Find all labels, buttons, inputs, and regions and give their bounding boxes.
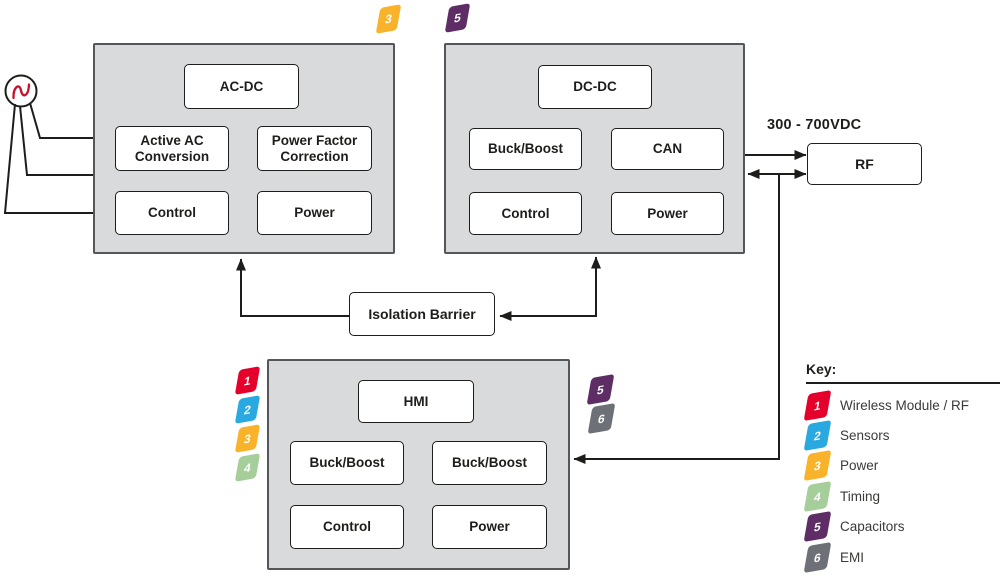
box-label: Active AC Conversion [134, 132, 210, 164]
badge-number: 4 [812, 488, 823, 504]
box-hmi-title: HMI [358, 380, 474, 423]
bus-to-hmi-arrow [573, 174, 780, 464]
box-active-ac-conversion: Active AC Conversion [115, 126, 229, 171]
box-buck-boost: Buck/Boost [469, 128, 582, 170]
legend-label: EMI [840, 549, 865, 565]
legend-divider [806, 382, 1000, 384]
block-dc-dc: DC-DC Buck/Boost CAN Control Power [444, 43, 745, 254]
legend-title: Key: [806, 361, 837, 377]
box-power: Power [432, 505, 547, 549]
badge-number: 4 [242, 459, 253, 476]
block-ac-dc: AC-DC Active AC Conversion Power Factor … [93, 43, 395, 254]
badge-number: 3 [383, 11, 394, 27]
legend-badge-icon: 6 [803, 541, 832, 573]
box-label: Control [501, 205, 550, 221]
ac-sine-source-icon [4, 74, 38, 108]
node-rf: RF [807, 143, 922, 185]
isolation-to-acdc-arrow [236, 258, 349, 317]
badge-number: 5 [812, 519, 823, 535]
legend-label: Sensors [840, 428, 890, 444]
legend-badge-icon: 1 [803, 389, 832, 421]
legend-badge-icon: 5 [803, 511, 832, 543]
node-isolation-barrier: Isolation Barrier [349, 292, 495, 336]
legend-label: Timing [840, 488, 881, 504]
badge-number: 1 [242, 372, 253, 389]
box-label: HMI [403, 393, 429, 409]
badge-number: 5 [595, 381, 606, 398]
box-label: Power [469, 519, 510, 535]
legend-label: Wireless Module / RF [840, 397, 970, 413]
legend-item-emi: 6 EMI [803, 541, 1000, 573]
block-hmi: HMI Buck/Boost Buck/Boost Control Power [267, 359, 570, 570]
box-buck-boost-left: Buck/Boost [290, 441, 404, 485]
box-dc-dc-title: DC-DC [538, 65, 652, 109]
badge-number: 3 [812, 458, 823, 474]
box-control: Control [115, 191, 229, 235]
badge-number: 3 [242, 430, 253, 447]
legend-label: Capacitors [840, 519, 905, 535]
badge-number: 1 [812, 397, 823, 413]
badge-number: 5 [452, 10, 463, 26]
box-control: Control [469, 192, 582, 235]
legend: Key: 1 Wireless Module / RF 2 Sensors 3 … [803, 361, 1000, 573]
legend-label: Power [840, 458, 879, 474]
box-label: AC-DC [219, 78, 264, 94]
badge-number: 6 [812, 549, 823, 565]
box-label: Buck/Boost [451, 455, 527, 471]
legend-item-power: 3 Power [803, 450, 1000, 482]
box-control: Control [290, 505, 404, 549]
box-label: Buck/Boost [309, 455, 385, 471]
dcdc-isolation-arrow [499, 256, 601, 321]
box-label: Control [323, 519, 371, 535]
badge-number: 6 [596, 410, 607, 427]
badge-number: 2 [242, 401, 253, 418]
box-ac-dc-title: AC-DC [184, 64, 299, 109]
box-label: Power Factor Correction [271, 132, 358, 164]
node-label: Isolation Barrier [368, 306, 476, 322]
box-power-factor-correction: Power Factor Correction [257, 126, 372, 171]
bus-voltage-label: 300 - 700VDC [767, 117, 862, 133]
box-label: Control [148, 205, 196, 221]
box-power: Power [611, 192, 724, 235]
legend-badge-icon: 3 [803, 450, 832, 482]
legend-badge-icon: 4 [803, 480, 832, 512]
box-label: DC-DC [573, 79, 617, 95]
box-power: Power [257, 191, 372, 235]
legend-badge-icon: 2 [803, 420, 832, 452]
legend-item-sensors: 2 Sensors [803, 420, 1000, 452]
badge-number: 2 [812, 427, 823, 444]
box-label: CAN [652, 141, 683, 157]
legend-item-timing: 4 Timing [803, 480, 1000, 512]
box-label: Power [647, 205, 688, 221]
source-feed-lines [3, 102, 93, 214]
box-label: Buck/Boost [487, 141, 563, 157]
node-label: RF [855, 156, 874, 172]
box-can: CAN [611, 128, 724, 170]
box-buck-boost-right: Buck/Boost [432, 441, 547, 485]
legend-item-wireless: 1 Wireless Module / RF [803, 389, 1000, 421]
box-label: Power [294, 205, 335, 221]
legend-item-capacitors: 5 Capacitors [803, 511, 1000, 543]
